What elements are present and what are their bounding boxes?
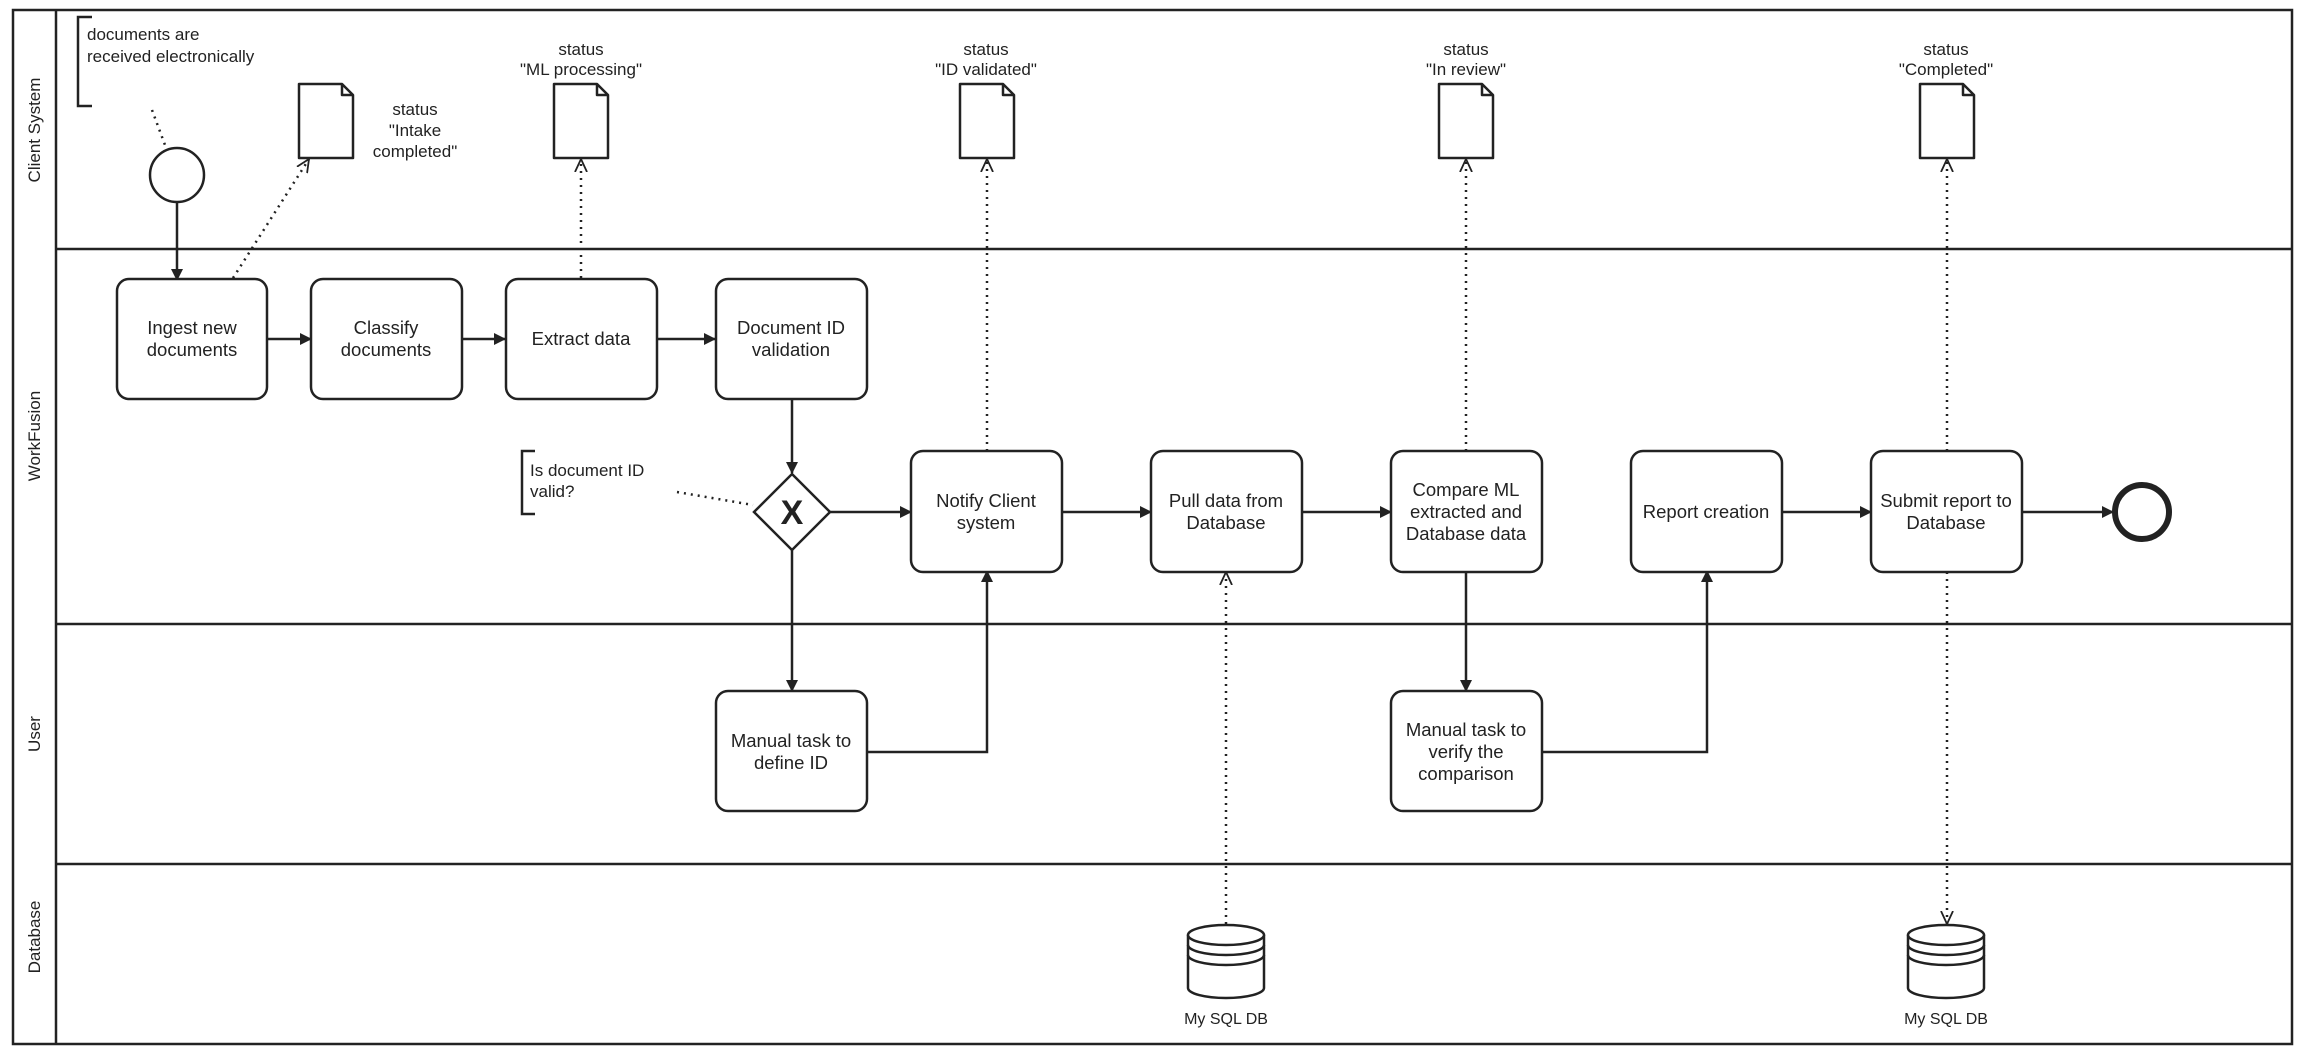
task-submit-line-2: Database bbox=[1906, 512, 1985, 533]
status-review-line-2: "In review" bbox=[1426, 60, 1506, 79]
status-review-line-1: status bbox=[1443, 40, 1488, 59]
task-submit bbox=[1869, 449, 2024, 574]
task-compare-line-2: extracted and bbox=[1410, 501, 1522, 522]
database-label-1: My SQL DB bbox=[1184, 1011, 1268, 1028]
task-ingest-line-2: documents bbox=[147, 339, 238, 360]
status-doc-ml: status "ML processing" bbox=[520, 40, 642, 160]
database-icon bbox=[1186, 923, 1266, 1000]
task-report-line-1: Report creation bbox=[1643, 501, 1769, 522]
data-associations bbox=[231, 159, 1947, 924]
task-manual-id-line-2: define ID bbox=[754, 752, 828, 773]
status-validated-line-2: "ID validated" bbox=[935, 60, 1037, 79]
status-completed-line-1: status bbox=[1923, 40, 1968, 59]
task-manual-verify-line-3: comparison bbox=[1418, 763, 1514, 784]
task-classify bbox=[309, 277, 464, 401]
task-manual-id-line-1: Manual task to bbox=[731, 730, 851, 751]
lane-label-user: User bbox=[25, 716, 44, 752]
document-icon bbox=[552, 82, 610, 160]
lane-label-database: Database bbox=[25, 901, 44, 974]
annotation-received: documents are received electronically bbox=[76, 15, 255, 108]
start-event bbox=[148, 146, 206, 204]
task-docid-line-1: Document ID bbox=[737, 317, 845, 338]
task-compare-line-1: Compare ML bbox=[1413, 479, 1520, 500]
task-docid-line-2: validation bbox=[752, 339, 830, 360]
status-completed-line-2: "Completed" bbox=[1899, 60, 1993, 79]
status-doc-validated: status "ID validated" bbox=[935, 40, 1037, 160]
task-report bbox=[1629, 449, 1784, 574]
status-ml-line-1: status bbox=[558, 40, 603, 59]
task-manual-verify-line-1: Manual task to bbox=[1406, 719, 1526, 740]
status-doc-review: status "In review" bbox=[1426, 40, 1506, 160]
database-store-2: My SQL DB bbox=[1904, 923, 1988, 1028]
task-submit-line-1: Submit report to bbox=[1880, 490, 2012, 511]
task-pull bbox=[1149, 449, 1304, 574]
task-labels: Ingest new documents Classify documents … bbox=[147, 317, 2012, 784]
document-icon bbox=[1918, 82, 1976, 160]
data-assoc-intake bbox=[231, 159, 309, 279]
task-ingest-line-1: Ingest new bbox=[147, 317, 237, 338]
status-ml-line-2: "ML processing" bbox=[520, 60, 642, 79]
task-docid bbox=[714, 277, 869, 401]
database-store-1: My SQL DB bbox=[1184, 923, 1268, 1028]
lane-labels: Client System WorkFusion User Database bbox=[25, 78, 44, 974]
task-extract bbox=[504, 277, 659, 401]
status-intake-line-3: completed" bbox=[373, 142, 457, 161]
annotation-received-line-1: documents are bbox=[87, 25, 199, 44]
annotation-gateway-line-1: Is document ID bbox=[530, 461, 644, 480]
database-icon bbox=[1906, 923, 1986, 1000]
flow-manual-verify-to-report bbox=[1542, 570, 1713, 754]
database-label-2: My SQL DB bbox=[1904, 1011, 1988, 1028]
status-intake-line-2: "Intake bbox=[389, 121, 441, 140]
task-classify-line-2: documents bbox=[341, 339, 432, 360]
document-icon bbox=[1437, 82, 1495, 160]
annotation-gateway-line-2: valid? bbox=[530, 482, 574, 501]
task-ingest bbox=[115, 277, 269, 401]
task-manual-verify bbox=[1389, 689, 1544, 813]
sequence-flows bbox=[171, 202, 2114, 754]
document-icon bbox=[297, 82, 355, 160]
end-event bbox=[2112, 482, 2172, 542]
pool bbox=[11, 8, 2294, 1046]
task-compare bbox=[1389, 449, 1544, 574]
task-manual-verify-line-2: verify the bbox=[1428, 741, 1503, 762]
gateway-x-icon: X bbox=[781, 494, 804, 532]
status-doc-completed: status "Completed" bbox=[1899, 40, 1993, 160]
task-pull-line-1: Pull data from bbox=[1169, 490, 1283, 511]
exclusive-gateway: X bbox=[752, 472, 832, 552]
task-notify bbox=[909, 449, 1064, 574]
task-extract-line-1: Extract data bbox=[532, 328, 631, 349]
task-manual-id bbox=[714, 689, 869, 813]
annotation-gateway-question: Is document ID valid? bbox=[520, 449, 644, 516]
assoc-received-note bbox=[150, 109, 167, 146]
lane-label-workfusion: WorkFusion bbox=[25, 391, 44, 481]
status-intake-line-1: status bbox=[392, 100, 437, 119]
associations bbox=[150, 109, 754, 507]
status-doc-intake: status "Intake completed" bbox=[297, 82, 457, 161]
annotation-received-line-2: received electronically bbox=[87, 47, 255, 66]
task-classify-line-1: Classify bbox=[354, 317, 420, 338]
assoc-gateway-question bbox=[676, 490, 754, 507]
task-notify-line-1: Notify Client bbox=[936, 490, 1036, 511]
task-pull-line-2: Database bbox=[1186, 512, 1265, 533]
document-icon bbox=[958, 82, 1016, 160]
task-compare-line-3: Database data bbox=[1406, 523, 1527, 544]
status-validated-line-1: status bbox=[963, 40, 1008, 59]
lane-label-client-system: Client System bbox=[25, 78, 44, 183]
flow-manual-id-to-notify bbox=[867, 570, 993, 754]
task-notify-line-2: system bbox=[957, 512, 1016, 533]
